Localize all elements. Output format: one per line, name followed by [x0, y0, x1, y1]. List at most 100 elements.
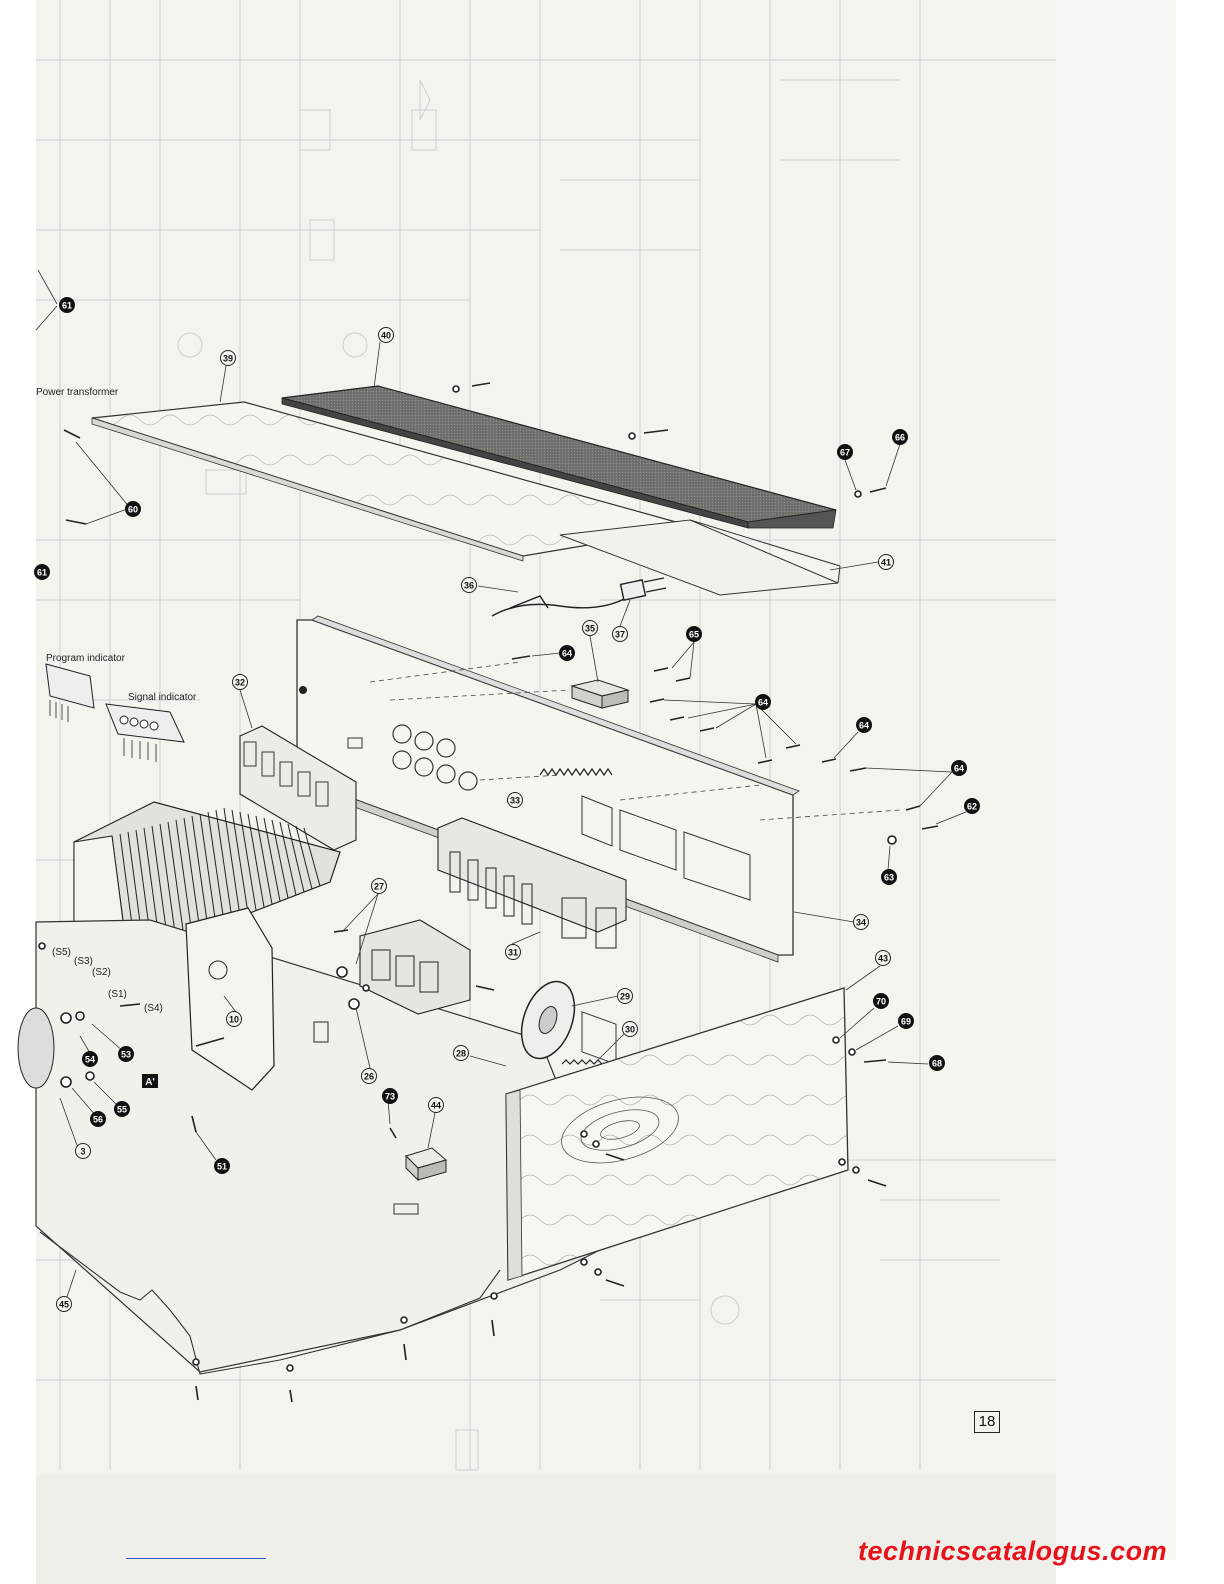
svg-text:60: 60 — [128, 505, 138, 515]
svg-text:45: 45 — [59, 1300, 69, 1310]
svg-text:56: 56 — [93, 1115, 103, 1125]
callout: 44 — [429, 1098, 444, 1113]
program-indicator-label: Program indicator — [46, 653, 126, 664]
callout: 35 — [583, 621, 598, 636]
switch-label: (S5) — [52, 947, 71, 958]
callout: 36 — [462, 578, 477, 593]
signal-indicator-board — [106, 704, 184, 762]
callout: 63 — [882, 870, 897, 885]
callout: 34 — [854, 915, 869, 930]
svg-text:39: 39 — [223, 354, 233, 364]
svg-text:54: 54 — [85, 1055, 95, 1065]
callout: 64 — [952, 761, 967, 776]
svg-text:36: 36 — [464, 581, 474, 591]
callout: 64 — [560, 646, 575, 661]
svg-text:73: 73 — [385, 1092, 395, 1102]
callout: 43 — [876, 951, 891, 966]
marker-a-prime: A' — [142, 1074, 158, 1088]
callout: 3 — [76, 1144, 91, 1159]
marker-a-prime-text: A' — [145, 1077, 155, 1088]
callout: 33 — [508, 793, 523, 808]
callout: 29 — [618, 989, 633, 1004]
svg-text:64: 64 — [859, 721, 869, 731]
switch-label: (S1) — [108, 989, 127, 1000]
callout: 51 — [215, 1159, 230, 1174]
svg-text:33: 33 — [510, 796, 520, 806]
switch-label: (S3) — [74, 956, 93, 967]
svg-text:34: 34 — [856, 918, 866, 928]
callout: 70 — [874, 994, 889, 1009]
footer-rule — [126, 1558, 266, 1559]
svg-text:31: 31 — [508, 948, 518, 958]
svg-text:70: 70 — [876, 997, 886, 1007]
callout: 65 — [687, 627, 702, 642]
callout: 64 — [857, 718, 872, 733]
svg-text:61: 61 — [37, 568, 47, 578]
support-rail — [560, 520, 840, 595]
svg-text:10: 10 — [229, 1015, 239, 1025]
svg-text:61: 61 — [62, 301, 72, 311]
svg-text:66: 66 — [895, 433, 905, 443]
svg-text:63: 63 — [884, 873, 894, 883]
svg-text:65: 65 — [689, 630, 699, 640]
callout: 30 — [623, 1022, 638, 1037]
callout: 66 — [893, 430, 908, 445]
svg-text:35: 35 — [585, 624, 595, 634]
front-knob — [18, 1008, 54, 1088]
svg-text:43: 43 — [878, 954, 888, 964]
svg-text:27: 27 — [374, 882, 384, 892]
svg-text:44: 44 — [431, 1101, 441, 1111]
svg-text:40: 40 — [381, 331, 391, 341]
callout: 67 — [838, 445, 853, 460]
switch-label: (S2) — [92, 967, 111, 978]
svg-text:26: 26 — [364, 1072, 374, 1082]
bracket-35 — [572, 680, 628, 708]
svg-text:68: 68 — [932, 1059, 942, 1069]
callout: 27 — [372, 879, 387, 894]
svg-text:62: 62 — [967, 802, 977, 812]
svg-text:29: 29 — [620, 992, 630, 1002]
callout: 32 — [233, 675, 248, 690]
callout: 37 — [613, 627, 628, 642]
callout: 56 — [91, 1112, 106, 1127]
callout: 68 — [930, 1056, 945, 1071]
callout: 28 — [454, 1046, 469, 1061]
callout: 54 — [83, 1052, 98, 1067]
svg-text:55: 55 — [117, 1105, 127, 1115]
callout: 60 — [126, 502, 141, 517]
callout: 31 — [506, 945, 521, 960]
page-number: 18 — [974, 1411, 1000, 1433]
callout: 53 — [119, 1047, 134, 1062]
svg-text:64: 64 — [758, 698, 768, 708]
svg-text:32: 32 — [235, 678, 245, 688]
svg-text:41: 41 — [881, 558, 891, 568]
svg-text:67: 67 — [840, 448, 850, 458]
dial-spring — [562, 1060, 602, 1064]
callout: 61 — [35, 565, 50, 580]
callout: 45 — [57, 1297, 72, 1312]
svg-text:30: 30 — [625, 1025, 635, 1035]
callout: 64 — [756, 695, 771, 710]
svg-text:64: 64 — [954, 764, 964, 774]
svg-text:37: 37 — [615, 630, 625, 640]
footer-site-link[interactable]: technicscatalogus.com — [858, 1536, 1167, 1567]
callout: 61 — [60, 298, 75, 313]
switch-label: (S4) — [144, 1003, 163, 1014]
callout: 69 — [899, 1014, 914, 1029]
callout: 39 — [221, 351, 236, 366]
svg-text:69: 69 — [901, 1017, 911, 1027]
callout: 26 — [362, 1069, 377, 1084]
signal-indicator-label: Signal indicator — [128, 692, 197, 703]
svg-text:3: 3 — [80, 1147, 85, 1157]
svg-text:64: 64 — [562, 649, 572, 659]
program-indicator-board — [46, 664, 94, 722]
callout: 10 — [227, 1012, 242, 1027]
svg-text:28: 28 — [456, 1049, 466, 1059]
svg-text:51: 51 — [217, 1162, 227, 1172]
svg-text:53: 53 — [121, 1050, 131, 1060]
callout: 62 — [965, 799, 980, 814]
callout: 41 — [879, 555, 894, 570]
callout: 55 — [115, 1102, 130, 1117]
callout: 73 — [383, 1089, 398, 1104]
